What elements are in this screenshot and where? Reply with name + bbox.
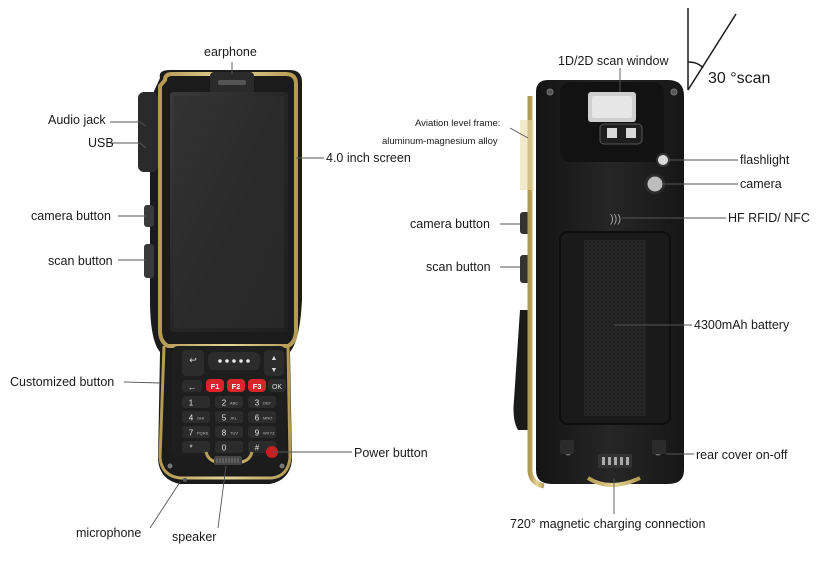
digit-key-letters: TUV [230,431,238,436]
digit-key-label: 4 [189,414,194,423]
label-scan-button-back: scan button [426,260,491,274]
digit-key [182,396,210,408]
label-microphone: microphone [76,526,142,540]
label-speaker: speaker [172,530,217,544]
label-screen: 4.0 inch screen [326,151,411,165]
digit-key-letters: ABC [230,401,238,406]
f-keys: F1 F2 F3 [206,379,266,392]
back-device: ))) [513,80,684,489]
scan-button-front-icon [144,244,154,278]
label-scan-window: 1D/2D scan window [558,54,669,68]
label-power-button: Power button [354,446,428,460]
label-customized-button: Customized button [10,375,115,389]
digit-key-label: # [255,444,260,453]
digit-key-label: 1 [189,399,194,408]
flashlight-icon [656,153,670,167]
digit-key-letters: GHI [197,416,204,421]
svg-text:▼: ▼ [271,367,278,374]
f2-key-label: F2 [232,382,241,391]
f3-key-label: F3 [253,382,262,391]
label-charging: 720° magnetic charging connection [510,517,706,531]
digit-key-label: 9 [255,429,260,438]
f1-key [206,379,224,392]
label-camera-button-back: camera button [410,217,490,231]
label-scan-angle: 30 °scan [708,70,771,87]
label-camera: camera [740,177,782,191]
digit-key-label: * [189,444,192,453]
label-frame-line2: aluminum-magnesium alloy [382,136,498,147]
digit-key-label: 6 [255,414,260,423]
label-earphone: earphone [204,45,257,59]
label-battery: 4300mAh battery [694,318,790,332]
arrow-keys [264,350,284,376]
label-scan-button-front: scan button [48,254,113,268]
label-camera-button-front: camera button [31,209,111,223]
label-frame-line1: Aviation level frame: [415,118,501,129]
digit-key [215,441,243,453]
label-flashlight: flashlight [740,153,790,167]
digit-key-label: 5 [222,414,227,423]
f1-key-label: F1 [211,382,220,391]
leader-lines [110,62,738,529]
digit-key-letters: PQRS [197,431,209,436]
digit-key [248,411,276,423]
digit-key-letters: WXYZ [263,431,275,436]
battery-grille [584,240,646,416]
digit-key [182,426,210,438]
camera-lens-icon [644,173,666,195]
digit-key [248,396,276,408]
svg-text:↩: ↩ [189,355,197,365]
digit-key-label: 7 [189,429,194,438]
digit-key [182,411,210,423]
label-usb: USB [88,136,114,150]
camera-button-front-icon [144,205,154,227]
digit-key-letters: MNO [263,416,272,421]
scan-angle-diagram [687,8,737,91]
digit-key-letters: DEF [263,401,272,406]
digit-key [248,426,276,438]
digit-key-letters: JKL [230,416,238,421]
label-rear-cover: rear cover on-off [696,448,788,462]
label-hf-rfid: HF RFID/ NFC [728,211,810,225]
back-key [182,350,204,376]
nfc-icon: ))) [610,213,621,225]
digit-key [182,441,210,453]
svg-text:▲: ▲ [271,355,278,362]
digit-key-label: 2 [222,399,227,408]
digit-key [215,426,243,438]
label-audio-jack: Audio jack [48,113,106,127]
microphone-hole [183,478,187,482]
digit-key-label: 8 [222,429,227,438]
digit-key-label: 0 [222,444,227,453]
svg-text:←: ← [188,382,197,392]
digit-key [215,411,243,423]
digit-key [215,396,243,408]
ok-key-label: OK [272,384,282,391]
f3-key [248,379,266,392]
digit-key-label: 3 [255,399,260,408]
f2-key [227,379,245,392]
side-port-cover [138,92,158,172]
ok-key [268,379,286,392]
